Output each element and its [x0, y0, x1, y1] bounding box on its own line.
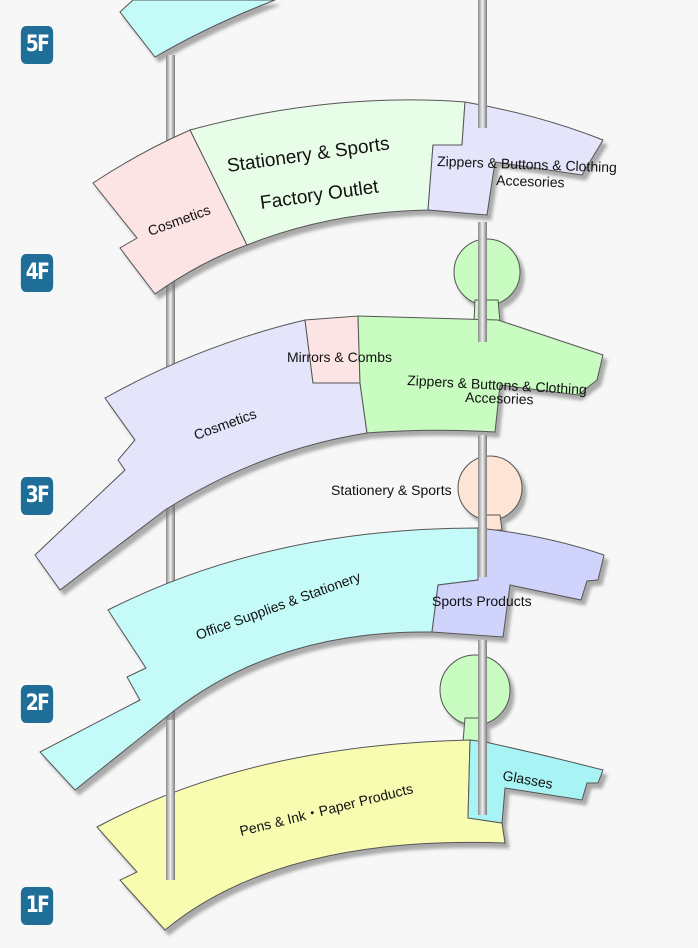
area-3f-cosmetics[interactable] — [34, 319, 368, 591]
floor-5f — [119, 0, 276, 58]
label-3f-mirrors: Mirrors & Combs — [287, 349, 392, 365]
elevator-pole-right — [478, 0, 487, 130]
floor-badge-5f[interactable]: 5F — [20, 26, 54, 64]
area-3f-zippers[interactable] — [357, 315, 604, 434]
area-5f-top[interactable] — [119, 0, 276, 58]
elevator-pole-right-3f — [478, 222, 487, 342]
elevator-pole-left-1f — [166, 720, 175, 880]
area-2f-sports-products[interactable] — [431, 527, 605, 638]
area-4f-zippers[interactable] — [427, 101, 604, 216]
area-1f-glasses[interactable] — [467, 739, 604, 824]
area-2f-circle[interactable] — [457, 455, 523, 521]
label-2f-sports: Sports Products — [432, 593, 532, 609]
label-4f-zippers: Zippers & Buttons & Clothing — [437, 153, 617, 175]
floor-2f — [39, 527, 605, 791]
floor-badge-1f[interactable]: 1F — [20, 887, 54, 925]
floor-1f — [96, 739, 604, 931]
area-2f-circle-group — [457, 455, 523, 531]
area-1f-pens-ink[interactable] — [96, 739, 506, 931]
floor-badge-3f[interactable]: 3F — [20, 477, 54, 515]
elevator-pole-right-2f — [478, 435, 487, 577]
area-1f-circle-group — [439, 654, 511, 743]
area-1f-circle[interactable] — [439, 654, 511, 726]
elevator-pole-right-4f — [478, 100, 487, 128]
floor-badge-4f[interactable]: 4F — [20, 254, 54, 292]
label-3f-stationery: Stationery & Sports — [331, 482, 452, 498]
label-4f-accesories: Accesories — [496, 172, 565, 190]
elevator-pole-right-1f — [478, 640, 487, 815]
label-3f-accesories: Accesories — [465, 389, 534, 407]
floor-badge-2f[interactable]: 2F — [20, 685, 54, 723]
floor-4f — [92, 99, 604, 295]
